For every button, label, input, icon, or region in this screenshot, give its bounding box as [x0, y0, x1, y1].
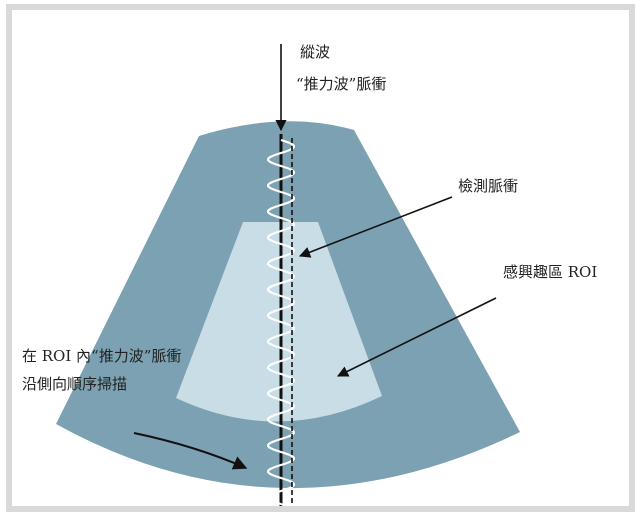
detection-pulse-label: 檢測脈衝 — [458, 177, 519, 195]
roi-pointer-arrow — [336, 297, 497, 377]
push-pulse-label-line2: “推力波”脈衝 — [296, 75, 387, 93]
push-pulse-label-line1: 縱波 — [300, 43, 331, 61]
scan-label-line1: 在 ROI 內“推力波”脈衝 — [22, 347, 182, 365]
shear-wave — [266, 138, 296, 506]
detection-pointer-arrow — [298, 196, 453, 258]
roi-label: 感興趣區 ROI — [503, 263, 598, 281]
scan-label-line2: 沿側向順序掃描 — [22, 375, 128, 393]
curved-arrow-icon — [133, 432, 248, 470]
